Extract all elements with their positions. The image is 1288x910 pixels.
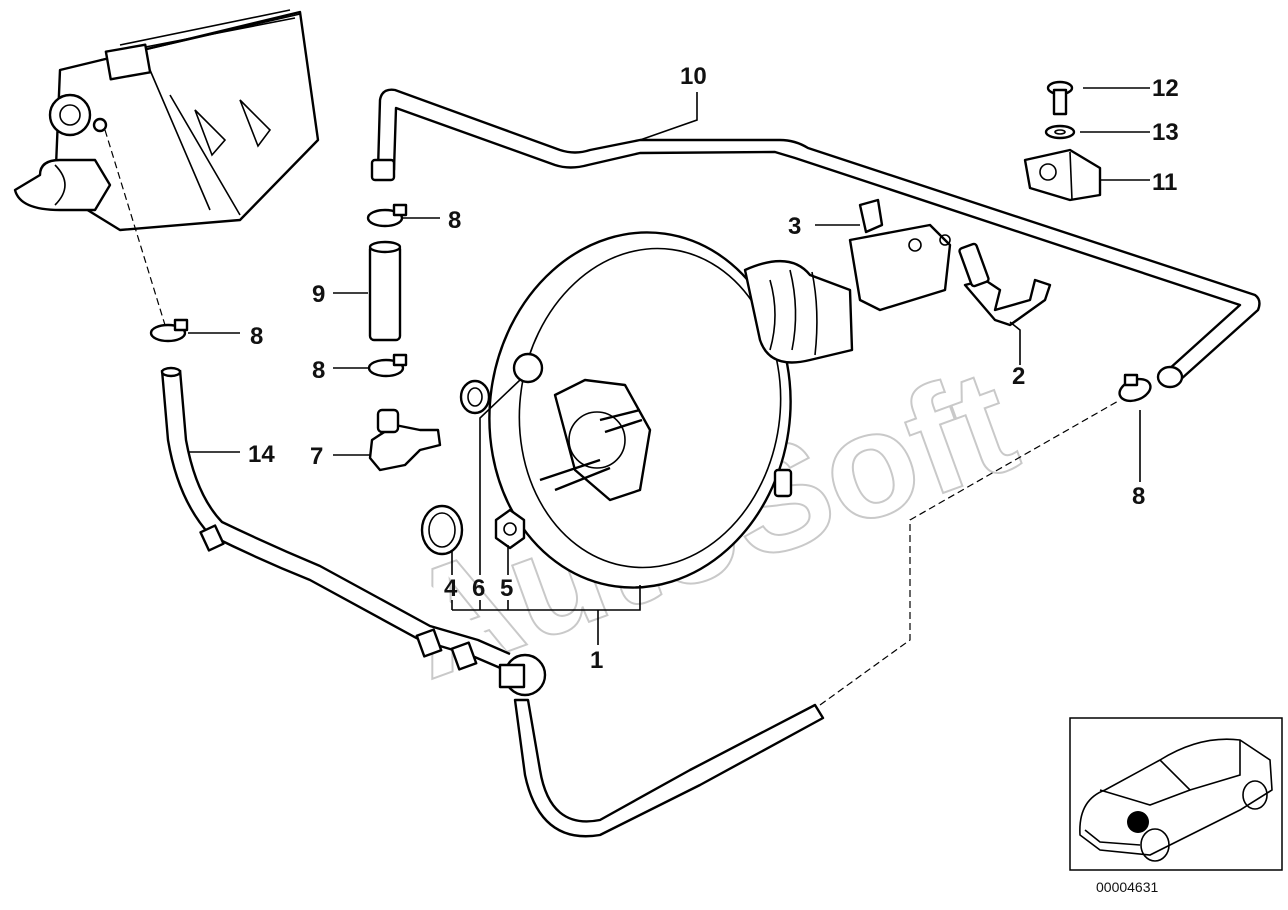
vacuum-pipe-10 xyxy=(370,88,1261,389)
callout-10: 10 xyxy=(680,63,707,90)
engine-block xyxy=(13,9,320,232)
bracket-11 xyxy=(1023,148,1102,202)
callout-3: 3 xyxy=(788,213,801,240)
hose-clamp-left xyxy=(149,318,189,343)
booster-location-marker xyxy=(1127,811,1149,833)
callout-9: 9 xyxy=(312,281,325,308)
callout-7: 7 xyxy=(310,443,323,470)
hose-section-9 xyxy=(368,240,402,342)
diagram-id: 00004631 xyxy=(1096,879,1159,895)
callout-8-upper: 8 xyxy=(448,207,461,234)
leader-lines xyxy=(188,87,1150,645)
callout-2: 2 xyxy=(1012,363,1025,390)
vehicle-locator-inset xyxy=(1069,717,1283,871)
callout-8-right: 8 xyxy=(1132,483,1145,510)
grommet-6 xyxy=(459,379,491,415)
callout-14: 14 xyxy=(248,441,275,468)
nut-5 xyxy=(494,508,526,550)
callout-8-left: 8 xyxy=(250,323,263,350)
callouts: 10 12 13 11 3 2 8 9 8 8 7 14 8 4 6 5 1 xyxy=(248,63,1179,674)
elbow-fitting-7 xyxy=(368,408,442,472)
pushrod-fork xyxy=(848,198,1052,327)
check-valve-elbow xyxy=(498,653,825,838)
callout-1: 1 xyxy=(590,647,603,674)
hose-clamp-upper xyxy=(366,203,408,228)
washer-13 xyxy=(1044,124,1076,140)
hose-clamp-right xyxy=(1118,373,1152,403)
o-ring-4 xyxy=(420,504,464,556)
bolt-12 xyxy=(1046,80,1074,116)
callout-5: 5 xyxy=(500,575,513,602)
vacuum-hose-14 xyxy=(160,366,511,672)
callout-6: 6 xyxy=(472,575,485,602)
callout-11: 11 xyxy=(1152,169,1177,196)
callout-12: 12 xyxy=(1152,75,1179,102)
callout-13: 13 xyxy=(1152,119,1179,146)
callout-8-middle: 8 xyxy=(312,357,325,384)
callout-4: 4 xyxy=(444,575,458,602)
hose-clamp-middle xyxy=(367,353,408,378)
brake-booster xyxy=(488,231,854,589)
